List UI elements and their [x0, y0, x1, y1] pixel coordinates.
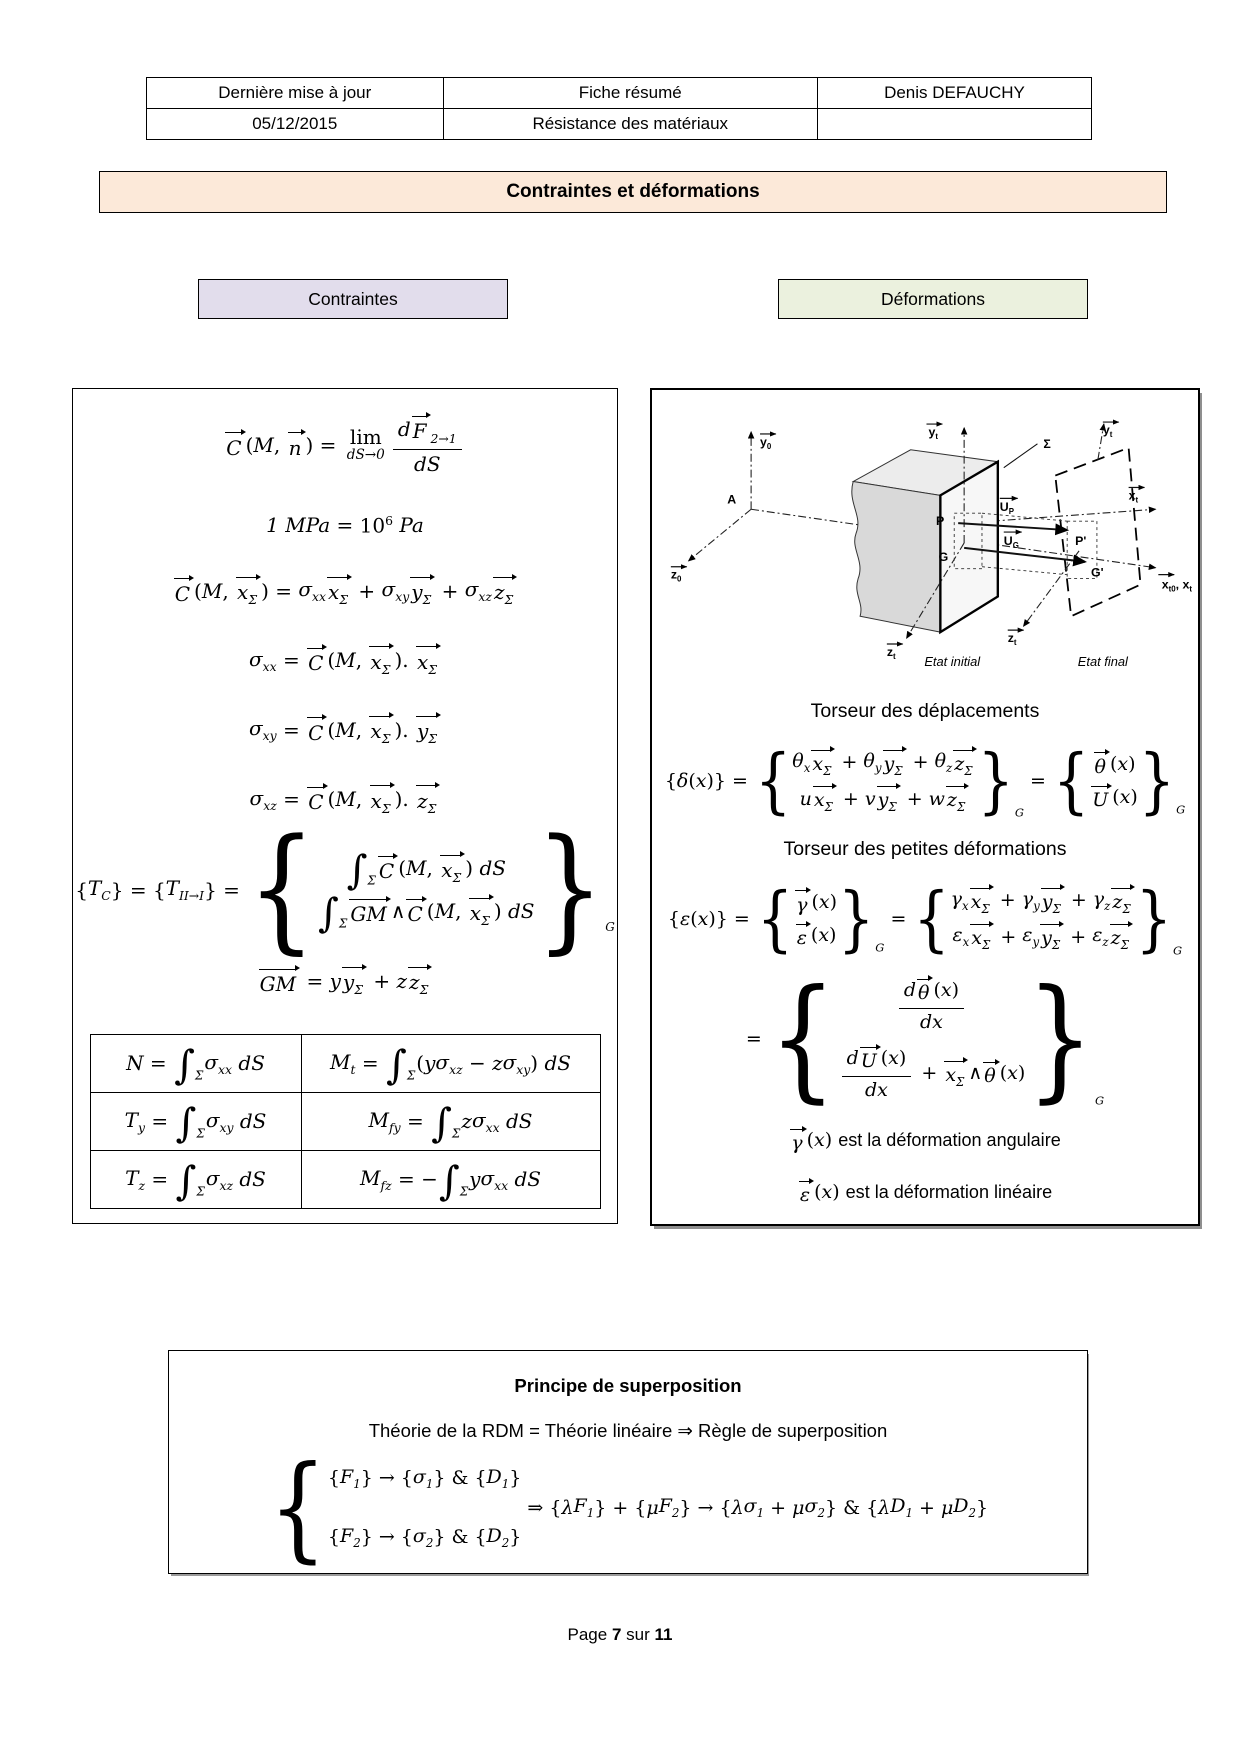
sigma-label: Σ: [1043, 437, 1051, 451]
header-cell-updated-label: Dernière mise à jour: [146, 77, 444, 109]
construction-line-top: [981, 512, 1068, 522]
solid-front-face: [851, 480, 941, 633]
formula-mpa: 1 MPa = 106 Pa: [266, 512, 424, 538]
formula-sigma-xy: σxy = C(M, xΣ). yΣ: [83, 712, 607, 746]
deformation-diagram: A y0 z0 yt zt yt zt Σ P G P' G' UP UG xt…: [671, 419, 1193, 669]
section-header-contraintes: Contraintes: [198, 279, 508, 319]
construction-rect-final: [1066, 520, 1098, 580]
point-p-prime-label: P': [1075, 534, 1086, 548]
formula-sigma-xx: σxx = C(M, xΣ). xΣ: [83, 642, 607, 677]
ytf-label: yt: [1103, 423, 1113, 439]
note-deformation-lineaire: ε(x) est la déformation linéaire: [798, 1177, 1052, 1206]
section-sigma-face: [939, 459, 1000, 635]
caption-etat-final: Etat final: [1078, 654, 1129, 669]
ztf-axis: [1022, 550, 1080, 628]
page-title: Contraintes et déformations: [99, 171, 1167, 213]
caption-etat-initial: Etat initial: [924, 654, 981, 669]
formula-superposition: {{F1} → {σ1} & {D1}{F2} → {σ2} & {D2} ⇒ …: [268, 1440, 989, 1574]
header-cell-subject: Résistance des matériaux: [442, 108, 818, 140]
beam-axis: [751, 508, 1157, 571]
formula-sigma-xz: σxz = C(M, xΣ). zΣ: [83, 781, 607, 816]
footer-page-number: 7: [611, 1625, 622, 1644]
final-section-outline: [1054, 446, 1142, 618]
xt0-label: xt0, xt: [1162, 578, 1193, 594]
zt-label: zt: [887, 645, 896, 661]
z0-label: z0: [671, 568, 682, 584]
construction-line-bottom: [981, 566, 1068, 576]
ztf-label: zt: [1008, 631, 1017, 647]
header-cell-date: 05/12/2015: [146, 108, 444, 140]
ytf-axis: [1097, 422, 1106, 460]
xt-axis: [991, 506, 1157, 522]
header-table: Dernière mise à jour Fiche résumé Denis …: [146, 77, 1093, 140]
heading-torseur-deformations: Torseur des petites déformations: [783, 838, 1067, 861]
point-g-prime-label: G': [1091, 566, 1104, 580]
z0-axis: [687, 508, 752, 562]
construction-rect-initial: [953, 512, 983, 570]
header-cell-doc-type: Fiche résumé: [442, 77, 818, 109]
point-g-label: G: [939, 550, 949, 564]
xt-label: xt: [1129, 488, 1139, 504]
header-cell-author: Denis DEFAUCHY: [816, 77, 1093, 109]
up-label: UP: [1000, 500, 1014, 516]
deformations-box: A y0 z0 yt zt yt zt Σ P G P' G' UP UG xt…: [650, 388, 1200, 1226]
footer-prefix: Page: [567, 1625, 612, 1644]
superposition-rule: Théorie de la RDM = Théorie linéaire ⇒ R…: [368, 1420, 888, 1442]
note-deformation-angulaire: γ(x) est la déformation angulaire: [789, 1125, 1061, 1154]
heading-torseur-deplacements: Torseur des déplacements: [810, 700, 1040, 723]
footer-total-pages: 11: [654, 1625, 673, 1644]
superposition-title: Principe de superposition: [514, 1374, 742, 1396]
header-cell-empty: [816, 108, 1093, 140]
yt-label: yt: [928, 425, 938, 441]
ug-vector: [964, 546, 1087, 567]
footer-middle: sur: [621, 1625, 655, 1644]
ug-label: UG: [1004, 534, 1019, 550]
point-p-label: P: [936, 514, 944, 528]
up-vector: [958, 522, 1070, 536]
page-footer: Page 7 sur 11: [0, 1625, 1240, 1645]
point-a-label: A: [727, 492, 736, 506]
section-header-deformations: Déformations: [778, 279, 1088, 319]
superposition-box: Principe de superposition Théorie de la …: [168, 1350, 1088, 1574]
y0-label: y0: [760, 435, 772, 451]
sigma-leader: [1003, 443, 1038, 469]
